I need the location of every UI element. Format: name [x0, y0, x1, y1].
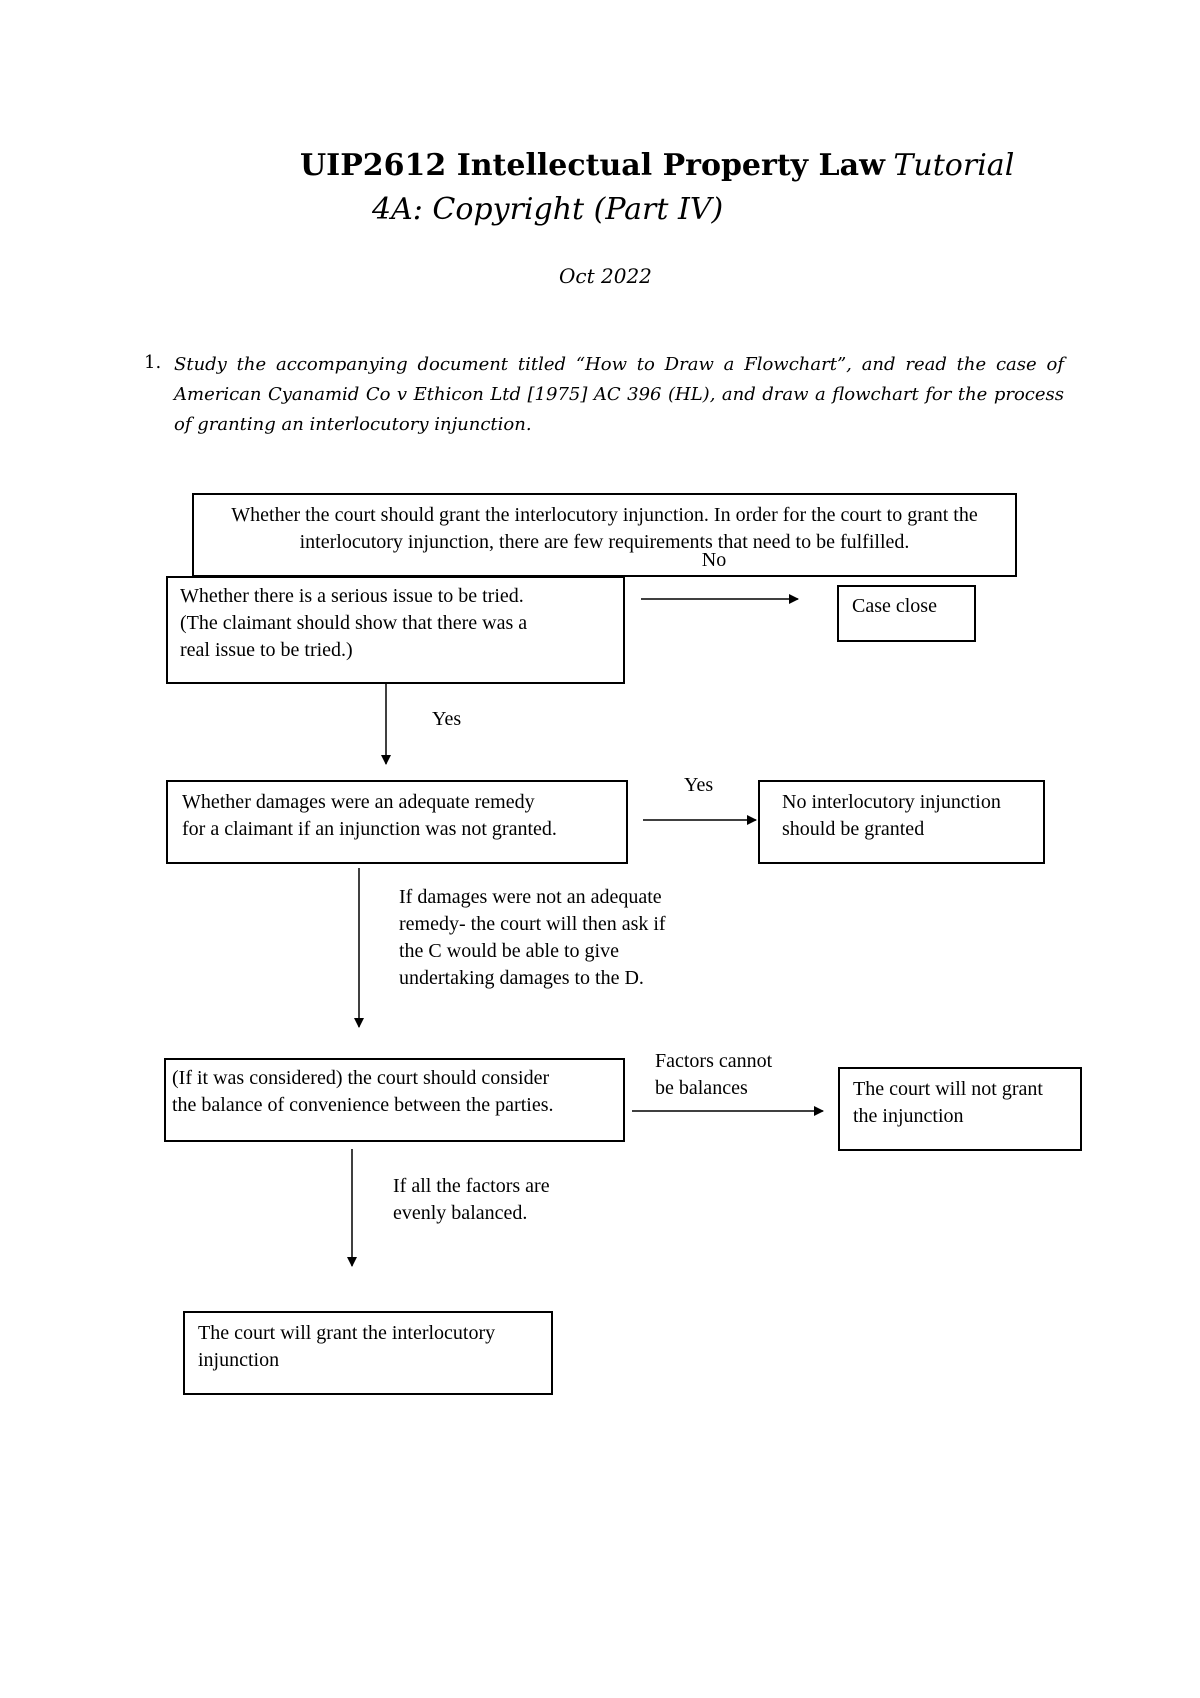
label-not-adequate: If damages were not an adequate remedy- … [399, 886, 666, 989]
label-yes-damages: Yes [684, 774, 714, 796]
box-case-close-text: Case close [852, 595, 937, 617]
box-balance [164, 1058, 625, 1142]
box-start-text: Whether the court should grant the inter… [231, 504, 978, 553]
box-no-injunction [758, 780, 1045, 864]
title-bold: UIP2612 Intellectual Property Law [300, 148, 885, 183]
title-italic: Tutorial [893, 148, 1015, 183]
box-grant-text: The court will grant the interlocutory i… [198, 1322, 496, 1371]
date: Oct 2022 [559, 264, 652, 288]
label-factors-cannot: Factors cannot be balances [655, 1050, 773, 1099]
box-damages [166, 780, 628, 864]
question-text: Study the accompanying document titled “… [174, 354, 1064, 435]
box-damages-text: Whether damages were an adequate remedy … [182, 791, 557, 840]
box-serious-issue [166, 576, 625, 684]
box-case-close [837, 585, 976, 642]
question-number: 1. [144, 352, 162, 373]
page-subtitle: 4A: Copyright (Part IV) [372, 192, 724, 227]
box-balance-text: (If it was considered) the court should … [172, 1067, 554, 1116]
label-no: No [683, 548, 745, 574]
label-evenly-balanced: If all the factors are evenly balanced. [393, 1175, 550, 1224]
box-serious-issue-text: Whether there is a serious issue to be t… [180, 585, 528, 661]
box-grant [183, 1311, 553, 1395]
box-not-grant-text: The court will not grant the injunction [853, 1078, 1043, 1127]
label-yes-serious: Yes [432, 708, 462, 730]
box-no-injunction-text: No interlocutory injunction should be gr… [782, 791, 1001, 840]
box-not-grant [838, 1067, 1082, 1151]
page-title: UIP2612 Intellectual Property Law Tutori… [300, 146, 1014, 184]
